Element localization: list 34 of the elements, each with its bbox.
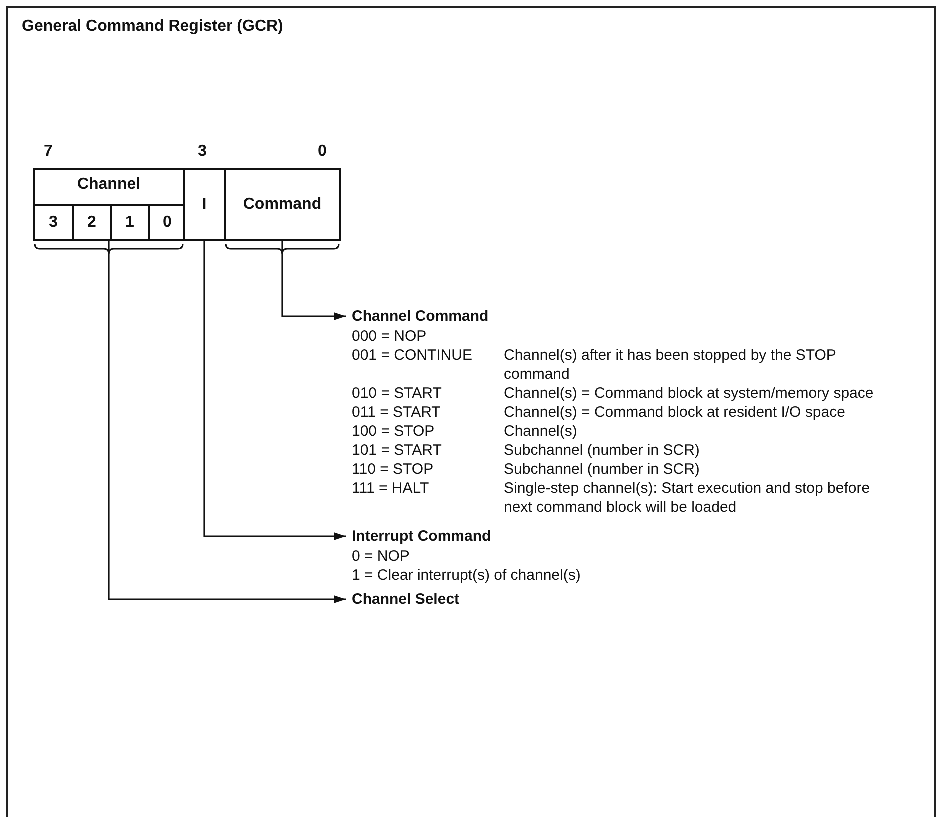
arrow — [282, 241, 346, 320]
code-description: Channel(s) — [504, 422, 578, 441]
bit-cell: 1 — [110, 204, 148, 239]
code-description: Subchannel (number in SCR) — [504, 441, 701, 460]
bit-number: 0 — [318, 143, 327, 161]
field-heading: Interrupt Command — [352, 528, 492, 545]
code-value: 1 = Clear interrupt(s) of channel(s) — [352, 566, 582, 585]
bit-cell: 3 — [35, 204, 72, 239]
register-field: Command — [224, 168, 341, 241]
register-field: I — [183, 168, 226, 241]
code-value: 000 = NOP — [352, 327, 428, 346]
field-heading: Channel Command — [352, 308, 489, 325]
code-value: 110 = STOP — [352, 460, 435, 479]
code-description: Subchannel (number in SCR) — [504, 460, 701, 479]
bit-cell: 2 — [72, 204, 110, 239]
arrow — [204, 241, 346, 540]
bit-number: 7 — [44, 143, 53, 161]
code-description: Channel(s) = Command block at resident I/O space — [504, 403, 846, 422]
bit-cell: 0 — [148, 204, 185, 239]
code-value: 011 = START — [352, 403, 442, 422]
code-description: Single-step channel(s): Start execution and stop before next command block will be loaded — [504, 479, 872, 517]
field-label: Channel — [76, 176, 142, 194]
code-value: 100 = STOP — [352, 422, 436, 441]
code-description: Channel(s) after it has been stopped by the STOP command — [504, 346, 838, 384]
diagram-title: General Command Register (GCR) — [22, 18, 284, 36]
code-value: 010 = START — [352, 384, 443, 403]
code-value: 001 = CONTINUE — [352, 346, 474, 366]
bit-number: 3 — [198, 143, 207, 161]
arrow — [108, 241, 346, 604]
code-description: Channel(s) = Command block at system/memory space — [504, 384, 875, 403]
code-value: 101 = START — [352, 441, 443, 460]
code-value: 111 = HALT — [352, 479, 430, 499]
code-value: 0 = NOP — [352, 547, 411, 566]
field-heading: Channel Select — [352, 591, 460, 608]
